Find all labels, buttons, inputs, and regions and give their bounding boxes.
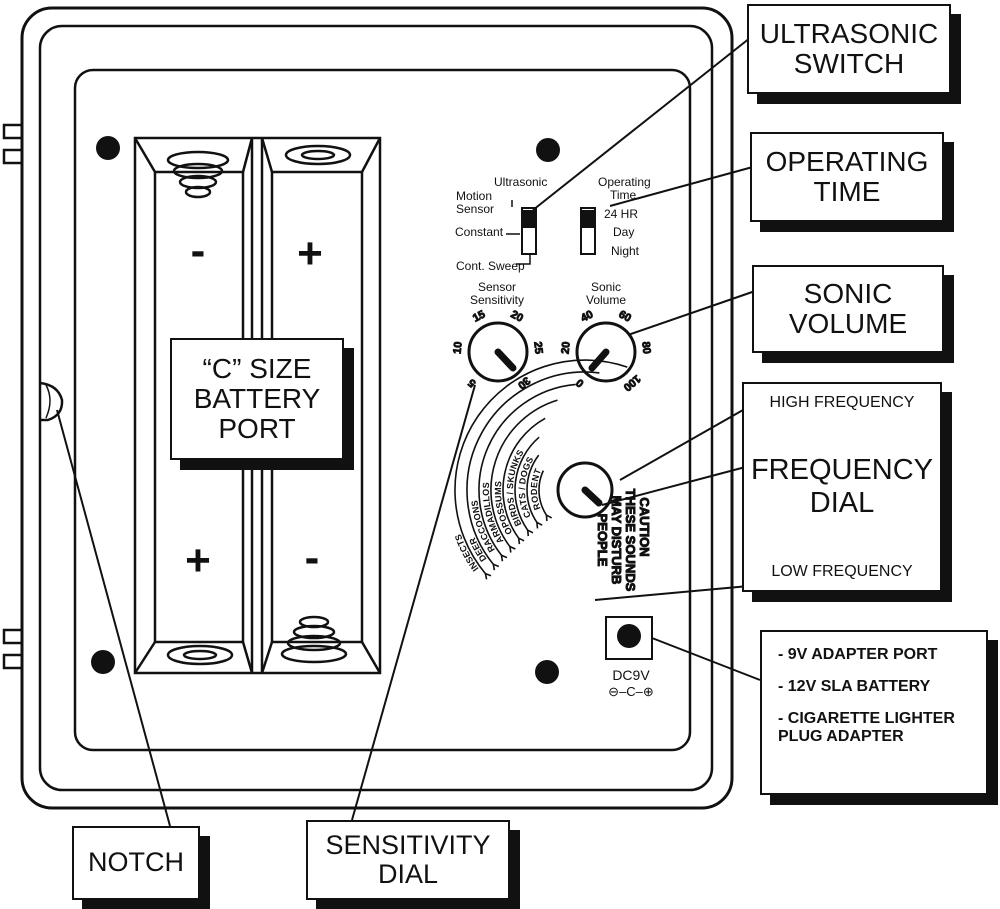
power-option-12v: - 12V SLA BATTERY <box>778 678 931 695</box>
frequency-arc <box>466 371 600 565</box>
high-frequency-label: HIGH FREQUENCY <box>769 394 915 411</box>
frequency-arc-arrow <box>545 513 553 522</box>
sensor-dial-title-2: Sensitivity <box>470 293 524 307</box>
volume-dial-tick: 20 <box>559 341 572 354</box>
housing-outer <box>20 6 734 810</box>
frequency-arc-arrow <box>517 536 525 545</box>
callout-power-options: - 9V ADAPTER PORT - 12V SLA BATTERY - CI… <box>760 630 988 795</box>
faceplate <box>73 68 692 752</box>
leader-lines <box>56 29 761 827</box>
dc-polarity-symbol: ⊖–C–⊕ <box>608 684 654 699</box>
volume-dial-tick: 60 <box>617 308 633 324</box>
op-day-label: Day <box>613 225 634 239</box>
frequency-arc-arrow <box>492 563 500 571</box>
ultrasonic-switch-knob[interactable] <box>522 210 536 228</box>
svg-text:THESE SOUNDS: THESE SOUNDS <box>623 489 638 592</box>
screw-top-right <box>536 138 560 162</box>
contact-plate-bottom-left <box>166 644 234 666</box>
frequency-arc-arrow <box>526 528 534 537</box>
dc-port-label: DC9V <box>612 667 650 683</box>
volume-dial-title-1: Sonic <box>591 280 621 294</box>
contact-plate-top-right <box>284 144 352 166</box>
svg-text:PEOPLE: PEOPLE <box>595 514 610 567</box>
screw-top-left <box>96 136 120 160</box>
callout-battery-port: “C” SIZE BATTERY PORT <box>170 338 344 460</box>
notch-mark <box>39 381 64 422</box>
svg-text:CAUTION: CAUTION <box>637 497 652 556</box>
dc-port-jack[interactable] <box>617 624 641 648</box>
frequency-arc-arrow <box>500 554 508 562</box>
op-night-label: Night <box>611 244 640 258</box>
volume-dial-title-2: Volume <box>586 293 626 307</box>
sensor-dial-tick: 15 <box>471 308 487 324</box>
frequency-arc <box>538 470 548 516</box>
callout-ultrasonic-switch: ULTRASONIC SWITCH <box>747 4 951 94</box>
spring-contact-bottom-right <box>280 615 348 664</box>
frequency-arc <box>490 399 558 548</box>
motion-sensor-label-1: Motion <box>456 189 492 203</box>
callout-notch: NOTCH <box>72 826 200 900</box>
svg-text:MAY DISTURB: MAY DISTURB <box>609 496 624 585</box>
power-option-cigarette: - CIGARETTE LIGHTER PLUG ADAPTER <box>778 710 955 745</box>
sensor-dial-tick: 25 <box>531 341 544 354</box>
callout-sensitivity-dial: SENSITIVITY DIAL <box>306 820 510 900</box>
frequency-arc <box>514 436 540 531</box>
volume-dial-tick: 0 <box>574 376 586 389</box>
hinge-tab-bottom <box>2 628 22 670</box>
polarity-left-bottom: + <box>185 536 211 585</box>
frequency-arc-scale <box>454 359 628 580</box>
screw-bottom-right <box>535 660 559 684</box>
spring-contact-top-left <box>166 150 230 199</box>
frequency-arc-arrow <box>535 520 543 529</box>
sensor-dial-tick: 20 <box>509 308 525 324</box>
caution-text: CAUTION THESE SOUNDS MAY DISTURB PEOPLE <box>595 488 653 592</box>
frequency-arc-arrow <box>484 572 492 580</box>
low-frequency-label: LOW FREQUENCY <box>771 562 913 580</box>
frequency-arc <box>454 359 628 575</box>
volume-dial-tick: 40 <box>579 308 595 324</box>
sensor-dial-tick: 5 <box>466 376 478 389</box>
housing-inner <box>38 24 714 792</box>
op-24hr-label: 24 HR <box>604 207 638 221</box>
screw-bottom-left <box>91 650 115 674</box>
frequency-arc <box>502 417 546 539</box>
frequency-arc <box>478 383 576 556</box>
frequency-arc-arrow <box>508 545 516 553</box>
frequency-arc <box>526 454 540 523</box>
sensor-dial-tick: 10 <box>451 341 464 354</box>
hinge-tab-top <box>2 123 22 165</box>
callout-operating-time: OPERATING TIME <box>750 132 944 222</box>
constant-label: Constant <box>455 225 504 239</box>
operating-time-title-2: Time <box>610 188 637 202</box>
power-option-9v: - 9V ADAPTER PORT <box>778 646 938 663</box>
volume-dial-tick: 80 <box>639 341 652 354</box>
sensor-dial-title-1: Sensor <box>478 280 516 294</box>
polarity-right-bottom: - <box>305 533 320 582</box>
callout-sonic-volume: SONIC VOLUME <box>752 265 944 353</box>
ultrasonic-switch-title: Ultrasonic <box>494 175 547 189</box>
operating-switch-knob[interactable] <box>581 210 595 228</box>
cont-sweep-label: Cont. Sweep <box>456 259 525 273</box>
motion-sensor-label-2: Sensor <box>456 202 494 216</box>
polarity-left-top: - <box>191 226 206 275</box>
callout-frequency-dial: HIGH FREQUENCY FREQUENCY DIAL LOW FREQUE… <box>742 382 942 592</box>
operating-time-title-1: Operating <box>598 175 651 189</box>
polarity-right-top: + <box>297 229 323 278</box>
